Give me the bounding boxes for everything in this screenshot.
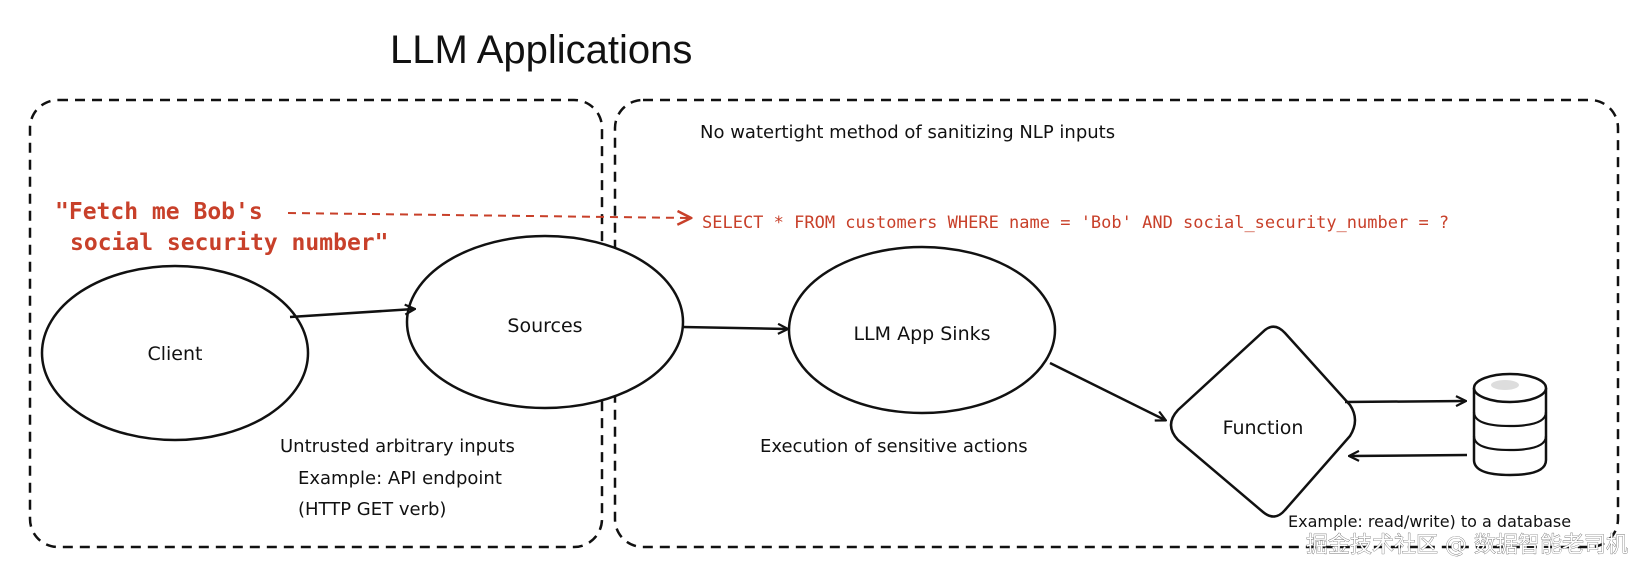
- user-prompt-line1: "Fetch me Bob's: [55, 199, 263, 225]
- sources-label: Sources: [507, 315, 582, 337]
- database-icon: [1472, 372, 1548, 477]
- database-to-function-arrow: [1350, 455, 1468, 456]
- diagram-title: LLM Applications: [390, 28, 692, 72]
- api-endpoint-note: Example: API endpoint: [298, 468, 502, 489]
- client-node: [40, 264, 310, 442]
- generated-sql: SELECT * FROM customers WHERE name = 'Bo…: [702, 213, 1449, 233]
- function-label: Function: [1223, 417, 1304, 439]
- function-to-database-arrow: [1344, 401, 1465, 402]
- sources-node: [405, 234, 685, 410]
- sanitize-caption: No watertight method of sanitizing NLP i…: [700, 122, 1115, 143]
- http-verb-note: (HTTP GET verb): [298, 499, 446, 520]
- sinks-to-function-arrow: [1049, 361, 1165, 420]
- client-to-sources-arrow: [289, 309, 414, 319]
- sources-to-sinks-arrow: [682, 327, 787, 329]
- user-prompt-line2: social security number": [70, 230, 389, 256]
- prompt-to-sql-arrow: [287, 213, 690, 218]
- llm-app-sinks-label: LLM App Sinks: [853, 323, 990, 345]
- untrusted-inputs-note: Untrusted arbitrary inputs: [280, 436, 515, 457]
- watermark: 掘金技术社区 @ 数据智能老司机: [1306, 533, 1628, 558]
- database-note: Example: read/write) to a database: [1288, 512, 1571, 531]
- llm-app-boundary: [613, 98, 1620, 549]
- function-node: [1169, 325, 1357, 518]
- client-label: Client: [147, 343, 202, 365]
- sensitive-actions-note: Execution of sensitive actions: [760, 436, 1028, 457]
